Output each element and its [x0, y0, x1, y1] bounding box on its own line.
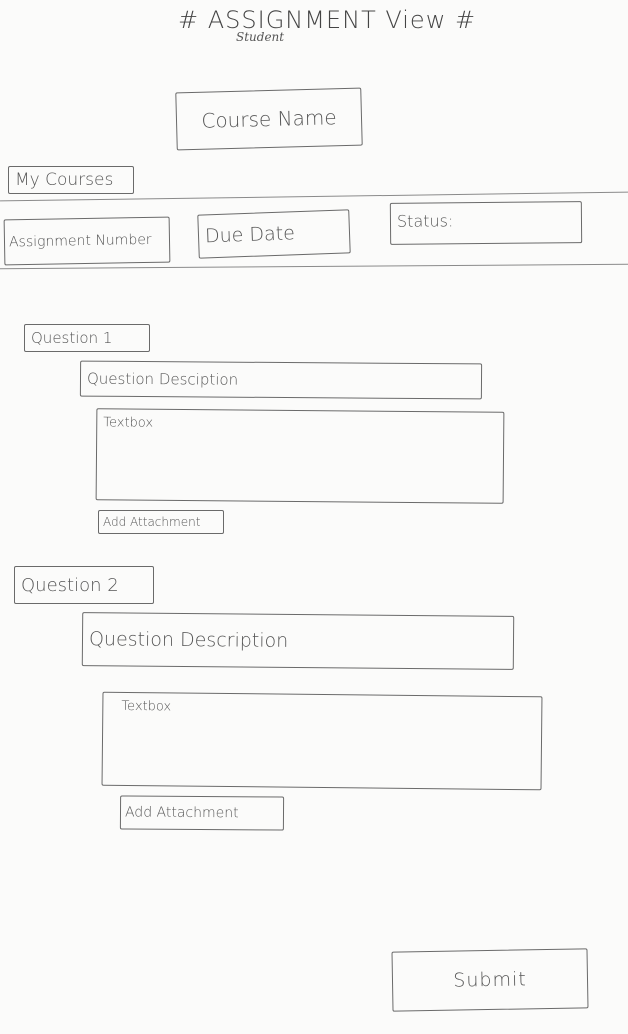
question-2-textbox[interactable]: Textbox	[101, 691, 543, 791]
question-2-add-attachment-label: Add Attachment	[124, 804, 239, 822]
question-2-description-box: Question Description	[81, 612, 515, 670]
question-2-textbox-placeholder: Textbox	[121, 698, 172, 715]
due-date-field: Due Date	[197, 209, 351, 259]
question-2-label-box: Question 2	[14, 566, 154, 604]
page-title: # ASSIGNMENT View #	[178, 6, 477, 34]
question-2-description: Question Description	[88, 628, 289, 652]
status-field: Status:	[389, 201, 583, 245]
course-name: Course Name	[201, 105, 337, 133]
page-subtitle: Student	[236, 30, 285, 44]
question-1-description: Question Desciption	[86, 369, 239, 389]
question-1-description-box: Question Desciption	[79, 360, 483, 400]
assignment-number-label: Assignment Number	[8, 231, 152, 251]
status-label: Status:	[396, 211, 454, 231]
assignment-number-field: Assignment Number	[3, 216, 171, 266]
question-1-textbox-placeholder: Textbox	[103, 415, 154, 431]
question-1-label-box: Question 1	[24, 324, 150, 352]
question-1-add-attachment-button[interactable]: Add Attachment	[98, 510, 224, 534]
course-name-box: Course Name	[175, 87, 363, 151]
question-2-label: Question 2	[21, 574, 119, 596]
submit-label: Submit	[453, 968, 527, 992]
question-1-add-attachment-label: Add Attachment	[103, 515, 201, 529]
question-2-add-attachment-button[interactable]: Add Attachment	[119, 795, 285, 831]
question-1-textbox[interactable]: Textbox	[95, 408, 505, 504]
due-date-label: Due Date	[204, 222, 296, 248]
submit-button[interactable]: Submit	[391, 948, 589, 1012]
question-1-label: Question 1	[31, 329, 113, 347]
info-bar-bottom-line	[0, 263, 628, 270]
my-courses-button[interactable]: My Courses	[8, 166, 134, 194]
my-courses-label: My Courses	[15, 170, 114, 190]
